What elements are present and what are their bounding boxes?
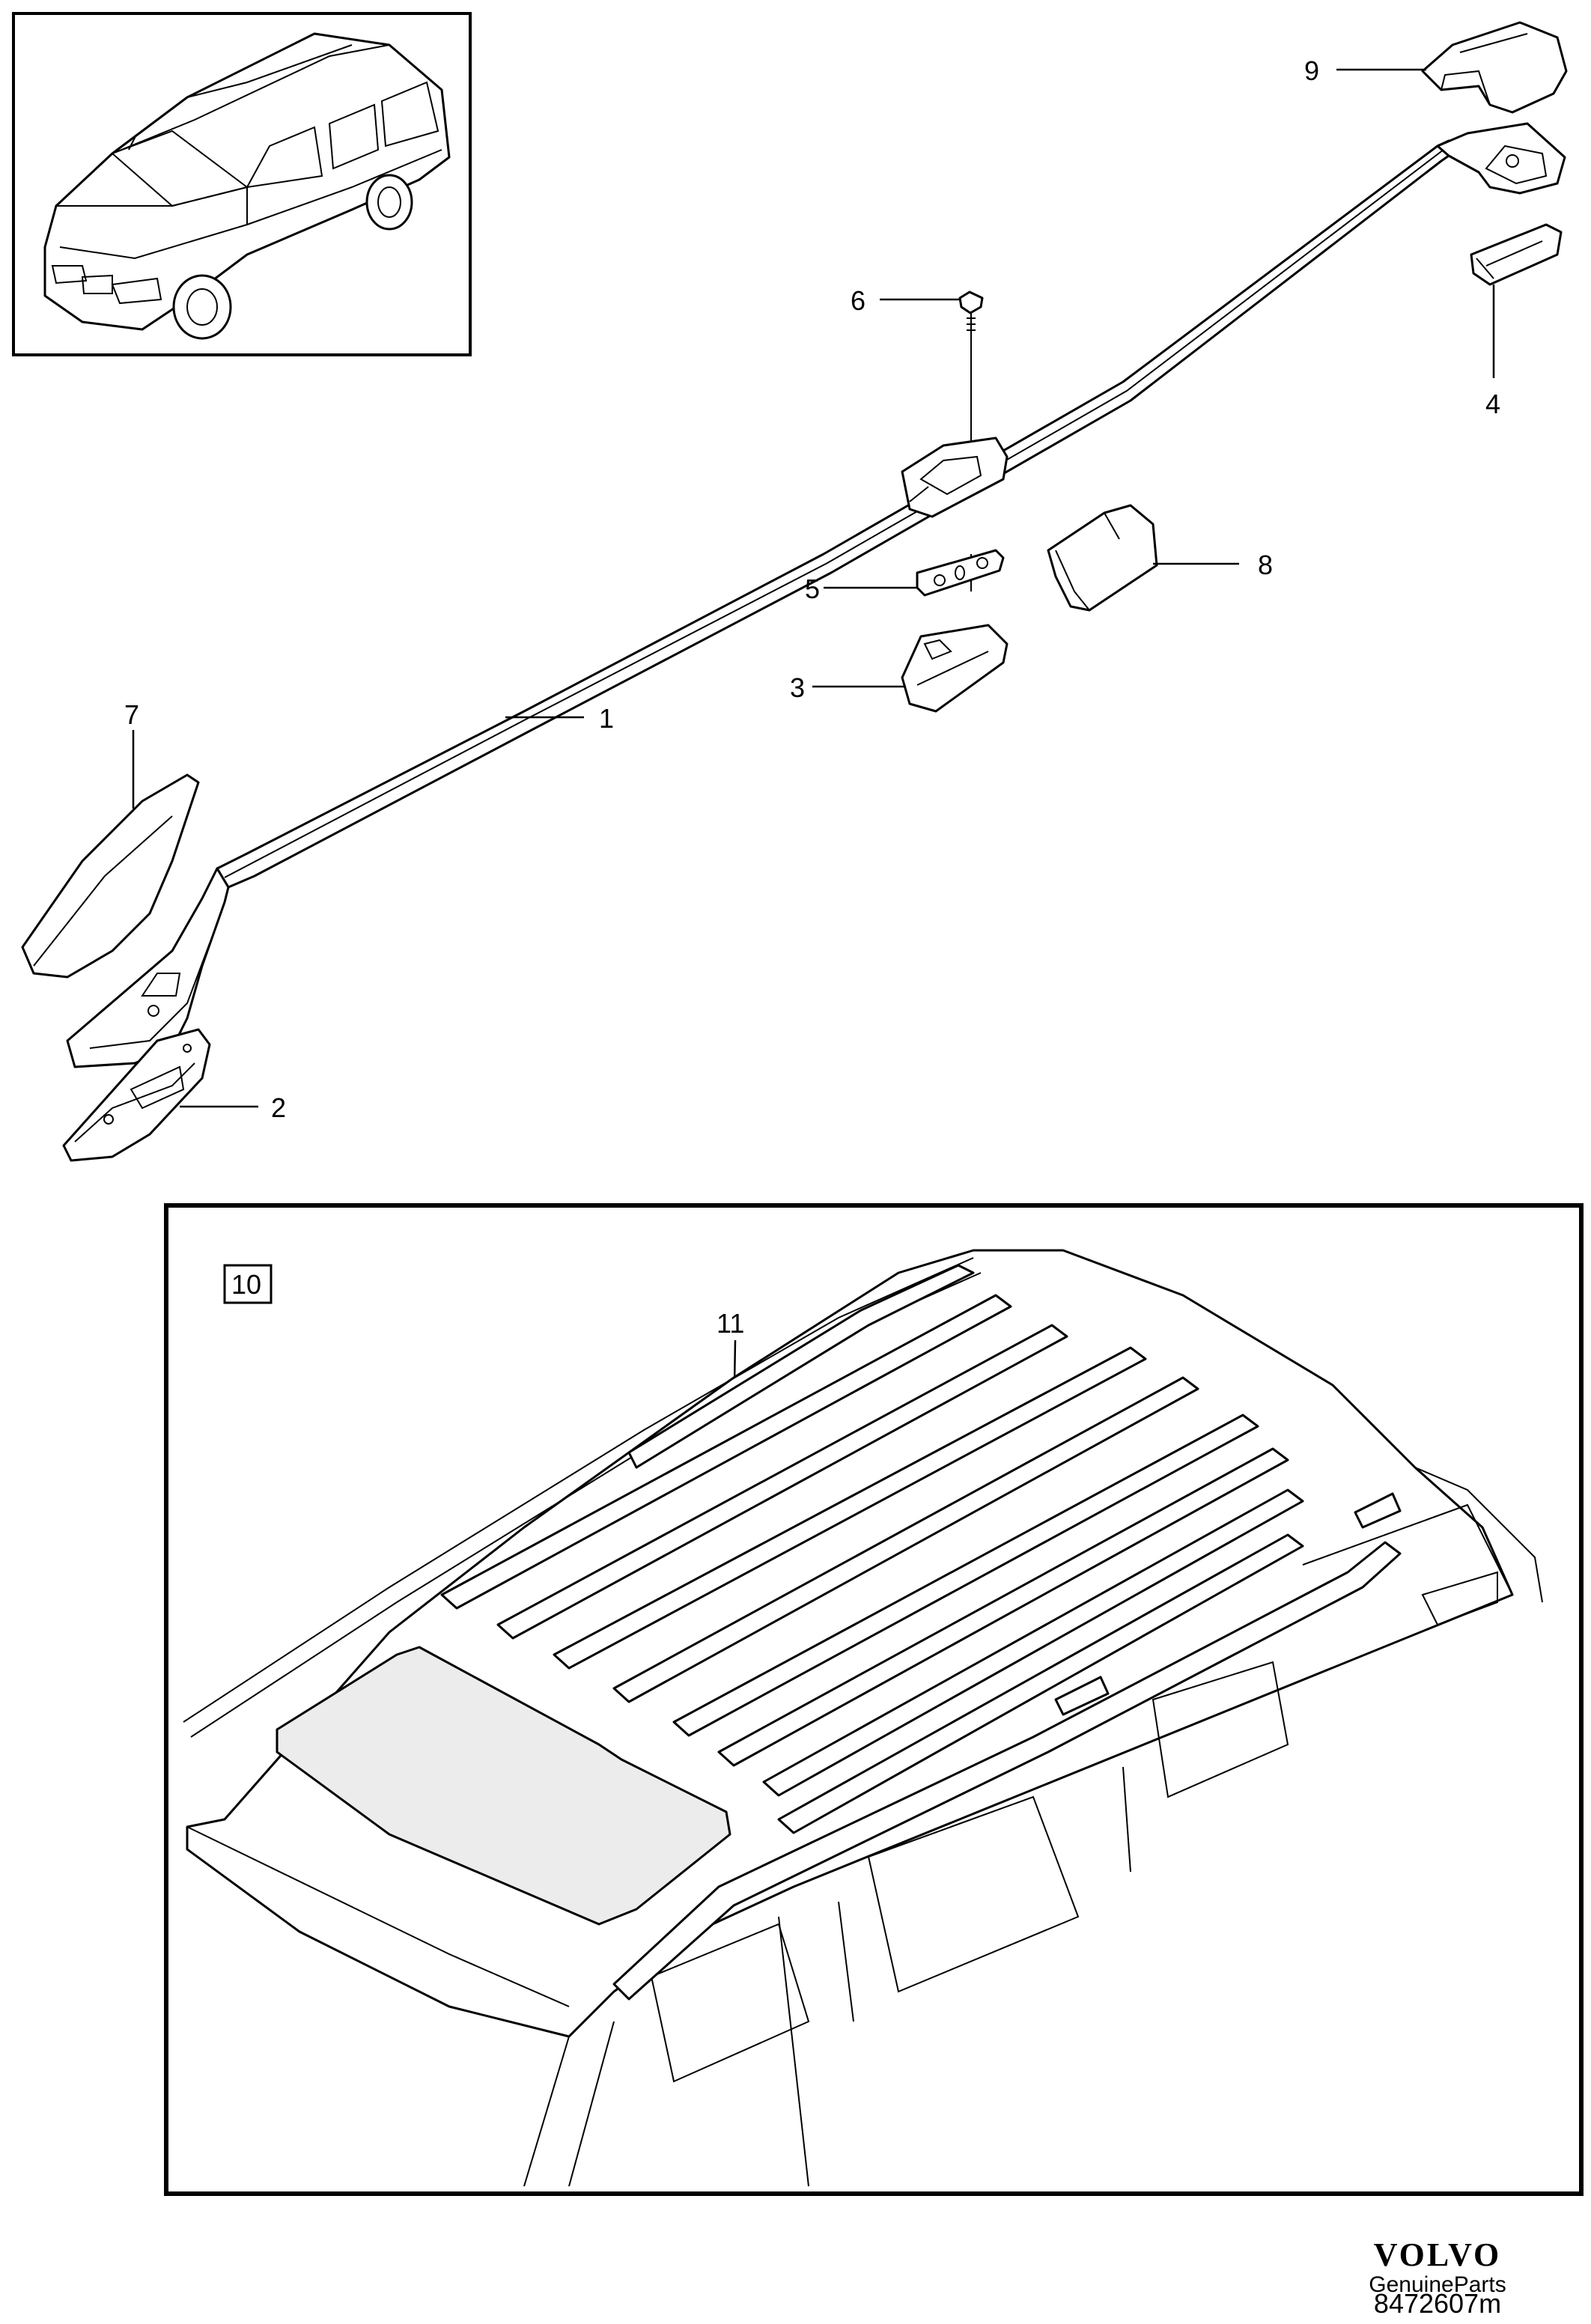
leader-lines xyxy=(132,68,1495,1427)
brand-subtitle: GenuineParts xyxy=(1369,2272,1506,2297)
vehicle-locator-inset xyxy=(12,12,472,356)
roof-detail-drawing xyxy=(183,1249,1543,2187)
center-cover-part-3 xyxy=(901,624,1009,713)
center-cap-part-8 xyxy=(1047,504,1158,612)
callout-9: 9 xyxy=(1304,55,1319,86)
callout-4: 4 xyxy=(1485,389,1500,419)
center-bracket xyxy=(901,436,1009,518)
callout-3: 3 xyxy=(790,672,805,703)
rear-plate-part-4 xyxy=(1470,223,1563,286)
callout-10: 10 xyxy=(231,1269,261,1300)
callout-11: 11 xyxy=(717,1308,744,1339)
front-plate-part-2 xyxy=(62,1028,211,1162)
callout-6: 6 xyxy=(851,285,866,316)
callout-2: 2 xyxy=(271,1092,286,1123)
station-wagon-icon xyxy=(43,32,451,340)
roof-rail-part-1 xyxy=(66,122,1566,1068)
callout-7: 7 xyxy=(124,699,139,730)
brand-block: VOLVO GenuineParts xyxy=(1325,2239,1550,2299)
callout-8: 8 xyxy=(1258,550,1273,580)
callout-labels: 9 4 6 5 3 8 1 7 2 11 xyxy=(124,55,1500,1339)
callout-5: 5 xyxy=(805,574,820,604)
document-number: 8472607m xyxy=(1373,2288,1502,2319)
rear-cover-part-9 xyxy=(1421,21,1568,114)
roof-detail-frame: 10 xyxy=(164,1203,1584,2196)
plate-part-5 xyxy=(916,549,1005,597)
front-cover-part-7 xyxy=(21,773,200,979)
roof-strips-part-11 xyxy=(440,1294,1304,1834)
callout-1: 1 xyxy=(599,703,614,734)
volvo-logo: VOLVO xyxy=(1373,2236,1502,2273)
callout-10-box xyxy=(223,1264,273,1304)
